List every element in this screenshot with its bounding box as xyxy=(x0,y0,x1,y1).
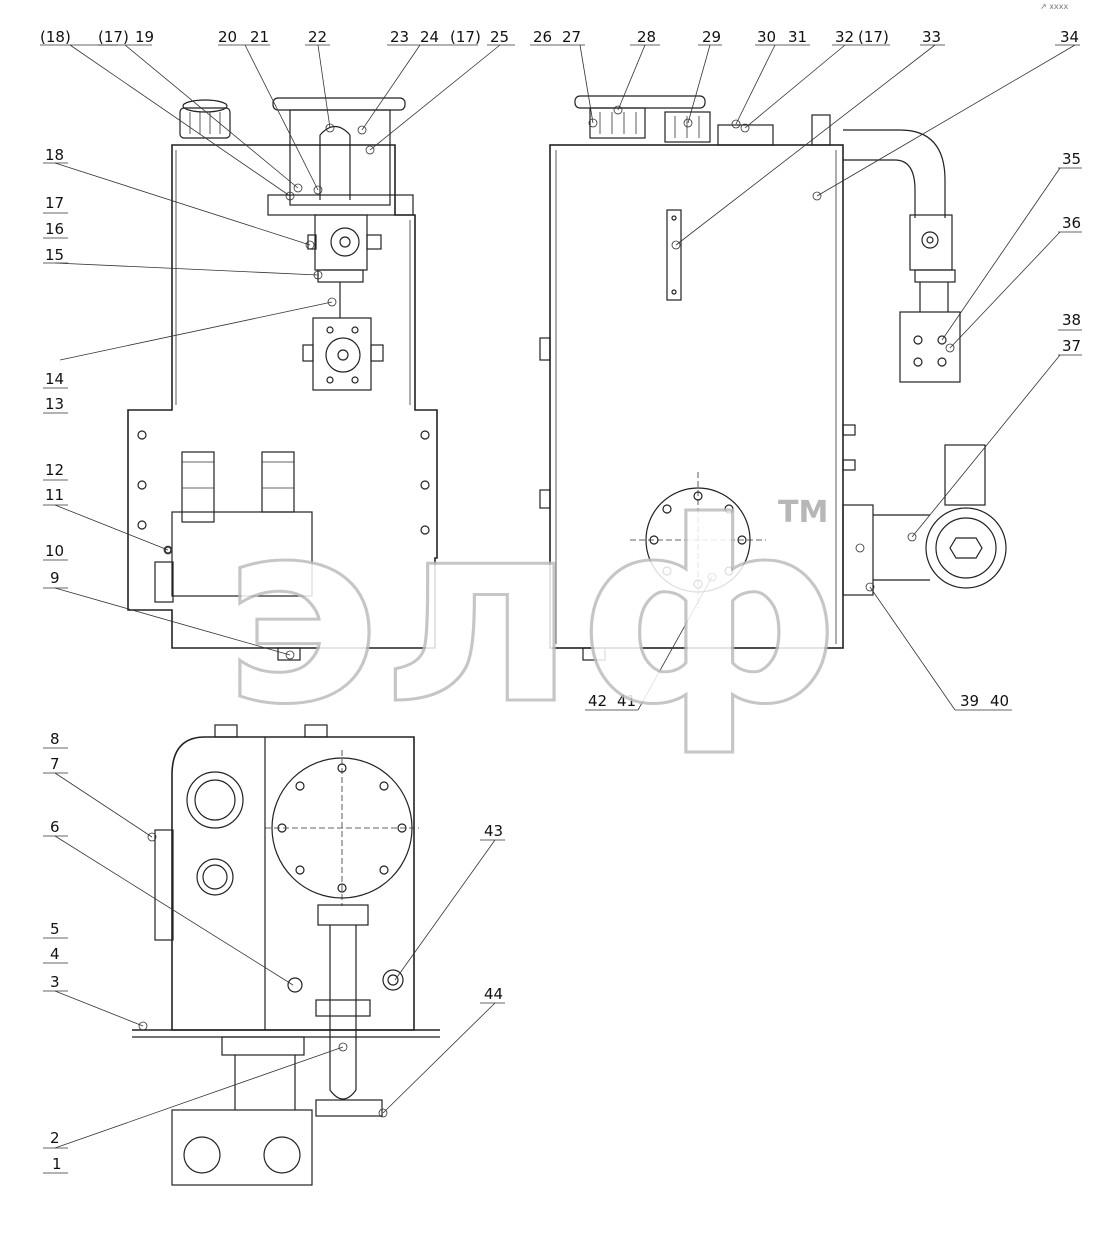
callout: 40 xyxy=(990,692,1009,710)
callout: 34 xyxy=(1060,28,1079,46)
callout: 8 xyxy=(50,730,60,748)
top-view xyxy=(132,724,440,1186)
callout: 37 xyxy=(1062,337,1081,355)
callout: 32 xyxy=(835,28,854,46)
callout: 21 xyxy=(250,28,269,46)
callout: 43 xyxy=(484,822,503,840)
callouts-lower-view: 8 7 6 5 4 3 2 1 43 44 xyxy=(50,730,503,1173)
callout: (17) xyxy=(450,28,481,46)
callout: 24 xyxy=(420,28,439,46)
callout: 28 xyxy=(637,28,656,46)
callout: 2 xyxy=(50,1129,60,1147)
callouts-bottom-right: 39 40 42 41 xyxy=(588,692,1009,710)
front-view xyxy=(127,97,438,661)
leader-lines xyxy=(40,44,1082,1174)
callout: 16 xyxy=(45,220,64,238)
watermark-text: элф xyxy=(222,468,842,759)
callout: 7 xyxy=(50,755,60,773)
callout: 14 xyxy=(45,370,64,388)
watermark-logo: элф TM xyxy=(221,467,844,761)
callout: 38 xyxy=(1062,311,1081,329)
callout: 33 xyxy=(922,28,941,46)
callout: 13 xyxy=(45,395,64,413)
callout: 31 xyxy=(788,28,807,46)
callout: 25 xyxy=(490,28,509,46)
callout: 6 xyxy=(50,818,60,836)
callouts-top-left: (18) (17) 19 20 21 22 23 24 (17) 25 xyxy=(40,28,509,46)
callout: 3 xyxy=(50,973,60,991)
callouts-right: 35 36 38 37 xyxy=(1062,150,1081,355)
side-view xyxy=(539,95,1007,661)
callout: 44 xyxy=(484,985,503,1003)
callout: 15 xyxy=(45,246,64,264)
callout: (18) xyxy=(40,28,71,46)
callout: 39 xyxy=(960,692,979,710)
corner-mark: ↗ xxxx xyxy=(1040,2,1068,11)
callout: 11 xyxy=(45,486,64,504)
callout: (17) xyxy=(858,28,889,46)
callout: 5 xyxy=(50,920,60,938)
callout: 12 xyxy=(45,461,64,479)
callouts-left: 18 17 16 15 14 13 12 11 10 9 xyxy=(45,146,64,587)
callout: 4 xyxy=(50,945,60,963)
callout: 1 xyxy=(52,1155,62,1173)
callout: 18 xyxy=(45,146,64,164)
callout: 35 xyxy=(1062,150,1081,168)
callout: 22 xyxy=(308,28,327,46)
watermark-trademark: TM xyxy=(778,495,828,530)
callout: (17) xyxy=(98,28,129,46)
callout: 42 xyxy=(588,692,607,710)
callouts-top-right: 26 27 28 29 30 31 32 (17) 33 34 xyxy=(533,28,1079,46)
callout: 41 xyxy=(617,692,636,710)
callout: 30 xyxy=(757,28,776,46)
callout: 20 xyxy=(218,28,237,46)
callout: 19 xyxy=(135,28,154,46)
callout: 26 xyxy=(533,28,552,46)
callout: 17 xyxy=(45,194,64,212)
callout: 29 xyxy=(702,28,721,46)
callout: 36 xyxy=(1062,214,1081,232)
callout: 23 xyxy=(390,28,409,46)
callout: 9 xyxy=(50,569,60,587)
callout: 10 xyxy=(45,542,64,560)
callout: 27 xyxy=(562,28,581,46)
